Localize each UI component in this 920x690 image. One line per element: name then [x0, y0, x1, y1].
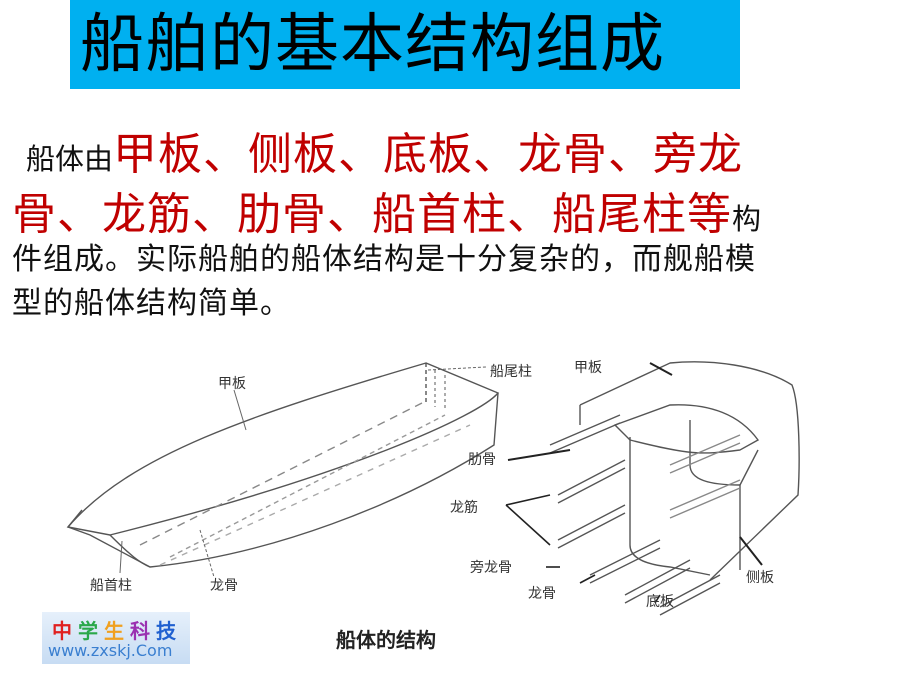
text-highlight: 甲板、侧板、底板、龙骨、旁龙 — [113, 129, 744, 180]
site-logo: 中学生科技 www.zxskj.Com — [42, 612, 190, 664]
page-title: 船舶的基本结构组成 — [80, 8, 665, 82]
logo-url: www.zxskj.Com — [48, 641, 173, 660]
paragraph-line-3: 件组成。实际船舶的船体结构是十分复杂的，而舰船模 — [12, 242, 756, 277]
label-side-keel: 旁龙骨 — [470, 560, 512, 576]
logo-char: 学 — [78, 619, 104, 643]
label-stem-post: 船首柱 — [90, 578, 132, 594]
label-bottom-plate: 底板 — [646, 594, 674, 610]
text-normal: 船体由 — [26, 142, 114, 176]
label-stern-post: 船尾柱 — [490, 364, 532, 380]
label-deck-section: 甲板 — [574, 360, 602, 376]
text-highlight: 骨、龙筋、肋骨、船首柱、船尾柱等 — [12, 189, 732, 240]
figure-caption: 船体的结构 — [336, 628, 436, 652]
label-stringer: 龙筋 — [450, 500, 478, 516]
paragraph-line-1: 船体由甲板、侧板、底板、龙骨、旁龙 — [26, 118, 743, 182]
title-banner: 船舶的基本结构组成 — [70, 0, 740, 89]
hull-drawing — [66, 361, 800, 616]
logo-char: 技 — [156, 619, 182, 643]
logo-char: 中 — [52, 619, 78, 643]
text-normal: 构 — [732, 202, 762, 236]
logo-chinese-text: 中学生科技 — [52, 615, 182, 644]
paragraph-line-2: 骨、龙筋、肋骨、船首柱、船尾柱等构 — [12, 178, 761, 242]
logo-char: 科 — [130, 619, 156, 643]
label-rib: 肋骨 — [468, 452, 496, 468]
label-keel-hull: 龙骨 — [210, 578, 238, 594]
label-keel-section: 龙骨 — [528, 586, 556, 602]
paragraph-line-4: 型的船体结构简单。 — [12, 286, 291, 321]
label-side-plate: 侧板 — [746, 570, 774, 586]
label-deck-hull: 甲板 — [218, 376, 246, 392]
hull-structure-figure: 甲板 船尾柱 船首柱 龙骨 甲板 肋骨 龙筋 旁龙骨 龙骨 底板 侧板 — [50, 345, 850, 625]
logo-char: 生 — [104, 619, 130, 643]
